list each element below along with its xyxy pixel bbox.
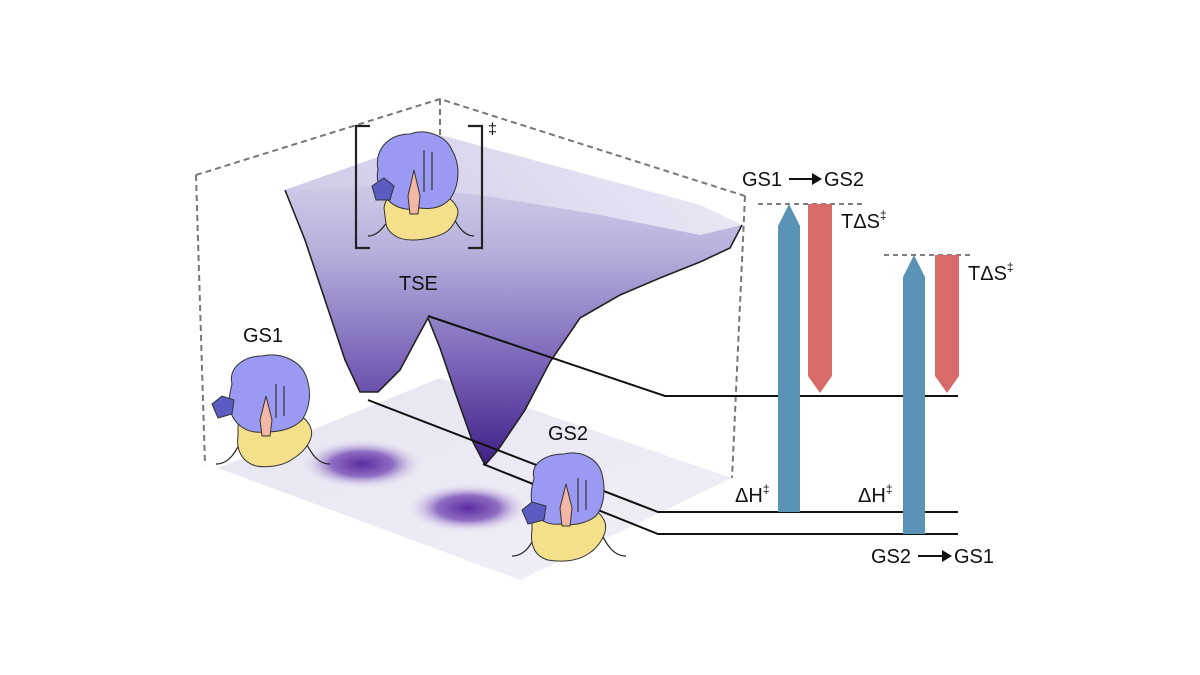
gs1-level-line [367,399,958,513]
forward-reaction-label: GS1 GS2 [742,169,864,191]
reverse-arrow-icon [942,550,952,562]
reverse-dh-label: ΔH‡ [858,482,893,507]
gs1-density-spot [300,439,424,489]
gs2-protein-icon [511,452,627,562]
tse-bracket-dagger: ‡ [488,121,497,138]
forward-entropy-bar [808,204,832,393]
forward-enthalpy-bar [778,204,800,512]
reverse-from-label: GS2 [871,546,911,568]
energy-bars [758,203,974,534]
gs2-label: GS2 [548,423,588,445]
tse-protein-icon: ‡ [354,121,497,250]
tse-level-line [427,315,958,397]
reverse-tds-label: TΔS‡ [968,260,1014,285]
gs1-protein-icon [211,354,331,468]
reverse-reaction-label: GS2 GS1 [871,546,994,568]
reverse-entropy-bar [935,255,959,393]
reverse-enthalpy-bar [903,255,925,534]
reverse-to-label: GS1 [954,546,994,568]
forward-tds-label: TΔS‡ [841,208,887,233]
tse-label-group: TSE [399,273,438,295]
forward-dh-label: ΔH‡ [735,482,770,507]
forward-arrow-icon [812,173,822,185]
gs1-label: GS1 [243,325,283,347]
tse-label: TSE [399,273,438,295]
forward-to-label: GS2 [824,169,864,191]
forward-from-label: GS1 [742,169,782,191]
tse-bracket [354,124,484,250]
gs2-density-spot [406,483,530,533]
